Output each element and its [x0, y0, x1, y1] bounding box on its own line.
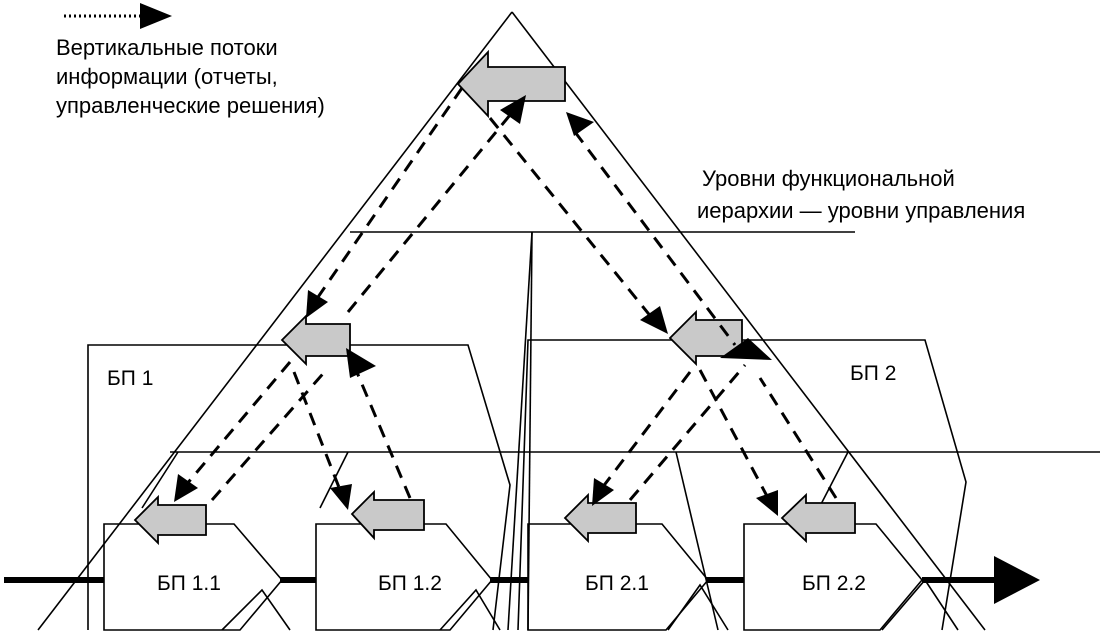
bp12-funnel [439, 588, 501, 631]
legend-line-1: Вертикальные потоки [56, 35, 278, 60]
flow-bp1-to-bp11-head-icon [174, 474, 198, 502]
flow-bp1-to-top [346, 114, 512, 313]
process-flow [4, 556, 1040, 604]
hierarchy-pyramid [37, 11, 1100, 631]
top-gray-arrow-icon [456, 49, 566, 119]
bp12-gray-arrow-icon [350, 489, 425, 541]
bp11-label: БП 1.1 [157, 572, 221, 595]
bp22-label: БП 2.2 [802, 572, 866, 595]
bp1-gray-arrow-icon [280, 313, 351, 367]
flow-bp12-to-bp1 [354, 369, 412, 499]
sub-level-structure [141, 451, 959, 631]
information-flows [174, 87, 838, 516]
bp11-gray-arrow-icon [133, 494, 207, 546]
process-bp1: БП 1 [87, 344, 511, 631]
bp2-outline [517, 339, 967, 631]
levels-line-1: Уровни функциональной [702, 166, 955, 191]
center-line-left [507, 231, 533, 631]
legend-arrow-icon [140, 3, 172, 29]
bp11-funnel [221, 588, 291, 631]
levels-line-2: иерархии — уровни управления [697, 198, 1025, 223]
flow-top-to-bp2-head-icon [640, 306, 668, 334]
flow-bp1-to-bp11 [184, 361, 292, 486]
flow-bp2-to-bp21 [600, 371, 692, 489]
bp22-gray-arrow-icon [780, 492, 856, 544]
bp12-label: БП 1.2 [378, 572, 442, 595]
flow-bp21-to-bp2 [628, 364, 747, 501]
process-bp12: БП 1.2 [315, 523, 494, 631]
bp2-gray-arrow-icon [668, 309, 743, 367]
flow-top-to-bp1-head-icon [306, 290, 328, 318]
management-arrows [133, 49, 856, 546]
process-bp2: БП 2 [517, 339, 967, 631]
flow-top-right-down [573, 131, 737, 346]
flow-bp1-to-bp12-head-icon [330, 484, 352, 510]
flow-bp1-to-top-head-icon [500, 95, 526, 124]
pyramid-right-edge [511, 11, 986, 631]
bp1-inner-mid [319, 451, 349, 509]
bp21-gray-arrow-icon [563, 492, 637, 544]
flow-bp2-to-bp22-head-icon [756, 490, 778, 516]
bp1-outline [87, 344, 511, 631]
process-bp11: БП 1.1 [103, 523, 284, 631]
flow-top-right-head-icon [566, 112, 594, 136]
flow-bp11-to-bp1 [210, 367, 330, 501]
bp21-label: БП 2.1 [585, 572, 649, 595]
flow-bp22-to-bp2 [758, 377, 838, 499]
flow-bp12-to-bp1-head-icon [346, 348, 376, 378]
bp11-shape [103, 523, 284, 631]
levels-caption: Уровни функциональной иерархии — уровни … [697, 166, 1025, 223]
legend-line-3: управленческие решения) [56, 93, 325, 118]
pyramid-left-edge [37, 11, 513, 631]
legend-line-2: информации (отчеты, [56, 64, 278, 89]
bp2-inner-mid [675, 451, 719, 631]
bp1-label: БП 1 [107, 367, 153, 390]
flow-output-arrow-icon [994, 556, 1040, 604]
bp21-shape [527, 523, 710, 631]
flow-bp2-up-head-icon [720, 338, 772, 360]
flow-top-to-bp1 [314, 87, 464, 301]
flow-bp2-to-bp22 [698, 369, 770, 499]
flow-bp1-to-bp12 [292, 371, 342, 491]
bp2-inner-right [817, 451, 849, 511]
bp1-inner-left [141, 451, 179, 509]
flow-bp2-to-bp21-head-icon [592, 478, 614, 506]
bp2-label: БП 2 [850, 362, 896, 385]
process-bp21: БП 2.1 [527, 523, 710, 631]
legend: Вертикальные потоки информации (отчеты, … [56, 3, 325, 118]
flow-top-to-bp2 [488, 117, 654, 319]
